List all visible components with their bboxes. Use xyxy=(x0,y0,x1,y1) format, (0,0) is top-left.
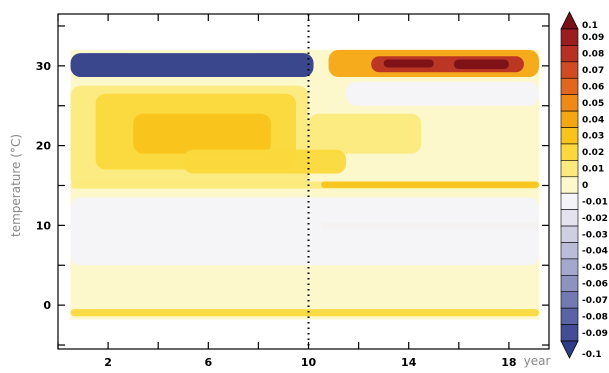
colorbar-segment xyxy=(560,176,579,194)
colorbar-label: 0 xyxy=(582,181,588,191)
colorbar-label: -0.05 xyxy=(582,263,608,273)
heatmap-region xyxy=(453,59,509,70)
colorbar-segment xyxy=(560,275,579,293)
colorbar-segment xyxy=(560,61,579,79)
colorbar-max-arrow xyxy=(560,11,579,30)
colorbar-label: 0.04 xyxy=(582,115,604,125)
y-tick-label: 0 xyxy=(43,299,51,312)
y-tick-label: 10 xyxy=(36,219,52,232)
y-tick-label: 30 xyxy=(36,60,52,73)
heatmap-region xyxy=(70,53,314,78)
colorbar-segment xyxy=(560,45,579,63)
colorbar-label: -0.02 xyxy=(582,214,608,224)
colorbar-segment xyxy=(560,291,579,309)
colorbar-segment xyxy=(560,143,579,161)
colorbar-segment xyxy=(560,110,579,128)
colorbar-label: 0.01 xyxy=(582,165,604,175)
x-tick-label: 10 xyxy=(301,356,317,369)
heatmap-region xyxy=(346,81,539,106)
heatmap-region xyxy=(133,113,271,154)
heatmap-region xyxy=(183,149,347,174)
colorbar-label: -0.07 xyxy=(582,296,608,306)
heatmap-region xyxy=(321,181,539,188)
colorbar-segment xyxy=(560,192,579,210)
colorbar-segment xyxy=(560,28,579,46)
colorbar-label: -0.03 xyxy=(582,230,608,240)
heatmap-region xyxy=(70,197,539,266)
colorbar-label: 0.05 xyxy=(582,99,604,109)
colorbar-label: -0.09 xyxy=(582,329,608,339)
colorbar-segment xyxy=(560,127,579,145)
colorbar-segment xyxy=(560,242,579,260)
plot-frame xyxy=(57,13,550,350)
colorbar-label: 0.02 xyxy=(582,148,604,158)
colorbar-label: -0.08 xyxy=(582,312,608,322)
colorbar-label: -0.06 xyxy=(582,280,608,290)
colorbar-label: 0.08 xyxy=(582,50,604,60)
x-tick-label: 2 xyxy=(104,356,112,369)
colorbar-segment xyxy=(560,94,579,112)
colorbar-segment xyxy=(560,77,579,95)
heatmap-region xyxy=(70,309,539,317)
colorbar-label: 0.1 xyxy=(582,21,598,31)
colorbar-label: -0.01 xyxy=(582,197,608,207)
colorbar-segment xyxy=(560,307,579,325)
colorbar-label: 0.07 xyxy=(582,66,604,76)
x-axis-title: year xyxy=(524,354,551,368)
y-axis-title: temperature (°C) xyxy=(9,134,23,237)
x-tick-label: 6 xyxy=(204,356,212,369)
heatmap-region xyxy=(383,59,434,68)
y-tick-label: 20 xyxy=(36,140,52,153)
colorbar-label: 0.03 xyxy=(582,132,604,142)
heatmap-region xyxy=(308,113,422,154)
x-tick-label: 14 xyxy=(401,356,417,369)
colorbar-segment xyxy=(560,225,579,243)
x-tick-label: 18 xyxy=(501,356,516,369)
colorbar-label: 0.06 xyxy=(582,82,604,92)
colorbar-segment xyxy=(560,258,579,276)
colorbar-segment xyxy=(560,209,579,227)
colorbar-label: -0.1 xyxy=(582,350,602,360)
colorbar-segment xyxy=(560,324,579,342)
colorbar-segment xyxy=(560,160,579,178)
colorbar-min-arrow xyxy=(560,340,579,359)
colorbar-label: 0.09 xyxy=(582,33,604,43)
colorbar-label: -0.04 xyxy=(582,247,608,257)
